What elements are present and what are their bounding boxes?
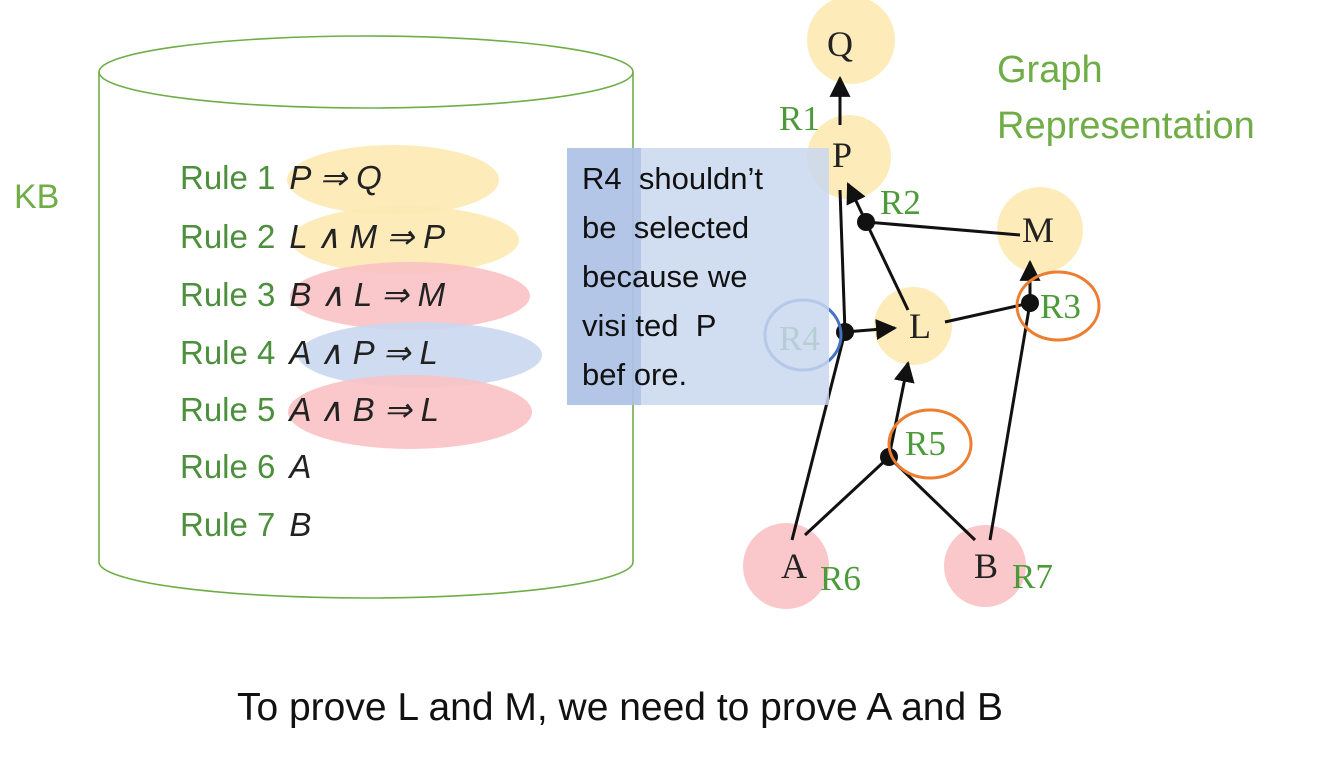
rule-formula: P ⇒ Q	[289, 159, 382, 196]
node-b-highlight	[944, 525, 1026, 607]
junction-r2	[857, 213, 875, 231]
rule-1-highlight	[287, 145, 499, 215]
r3-circle	[1015, 270, 1101, 342]
rule-label: Rule 7	[180, 506, 276, 543]
rule-formula: L ∧ M ⇒ P	[289, 218, 446, 255]
node-p: P	[832, 135, 852, 175]
rule-row-1: Rule 1 P ⇒ Q	[180, 158, 382, 197]
rule-formula: A	[289, 448, 312, 485]
rule-formula: A ∧ P ⇒ L	[289, 334, 438, 371]
graph-label-r5: R5	[905, 424, 946, 463]
graph-title-line-2: Representation	[997, 105, 1255, 147]
note-line: visi ted P	[582, 308, 717, 343]
junction-r3	[1021, 294, 1039, 312]
rule-row-6: Rule 6 A	[180, 448, 311, 486]
note-line: be selected	[582, 210, 750, 245]
r5-circle	[887, 408, 973, 480]
note-line: R4 shouldn’t	[582, 161, 763, 196]
graph-label-r2: R2	[880, 183, 921, 222]
graph-label-r1: R1	[779, 99, 820, 138]
graph-label-r3: R3	[1040, 287, 1081, 326]
rule-row-5: Rule 5 A ∧ B ⇒ L	[180, 390, 439, 429]
rule-row-2: Rule 2 L ∧ M ⇒ P	[180, 217, 445, 256]
node-m: M	[1022, 210, 1054, 250]
note-line: because we	[582, 259, 748, 294]
rule-row-3: Rule 3 B ∧ L ⇒ M	[180, 275, 445, 314]
rule-formula: B	[289, 506, 312, 543]
rule-label: Rule 4	[180, 334, 276, 371]
node-q: Q	[827, 24, 853, 64]
rule-label: Rule 2	[180, 218, 276, 255]
graph-title-line-1: Graph	[997, 49, 1103, 91]
note-line: bef ore.	[582, 357, 688, 392]
note-text: R4 shouldn’t be selected because we visi…	[582, 154, 763, 399]
rule-2-highlight	[291, 206, 519, 274]
kb-label: KB	[14, 178, 60, 216]
node-q-highlight	[807, 0, 895, 84]
node-a-highlight	[743, 523, 829, 609]
rule-row-4: Rule 4 A ∧ P ⇒ L	[180, 333, 438, 372]
rule-label: Rule 5	[180, 391, 276, 428]
graph-label-r6: R6	[820, 559, 861, 598]
bottom-caption: To prove L and M, we need to prove A and…	[236, 686, 1004, 729]
node-l: L	[909, 306, 931, 346]
rule-5-highlight	[288, 375, 532, 449]
rule-formula: A ∧ B ⇒ L	[289, 391, 440, 428]
node-m-highlight	[997, 187, 1083, 273]
node-b: B	[974, 546, 998, 586]
rule-label: Rule 3	[180, 276, 276, 313]
rule-formula: B ∧ L ⇒ M	[289, 276, 446, 313]
note-box	[567, 148, 829, 405]
rule-row-7: Rule 7 B	[180, 506, 311, 544]
rule-3-highlight	[290, 262, 530, 330]
rule-label: Rule 1	[180, 159, 276, 196]
graph-edges	[790, 75, 1041, 542]
rule-4-highlight	[298, 322, 542, 388]
graph-title: Graph Representation	[997, 42, 1255, 154]
node-a: A	[781, 546, 807, 586]
rule-label: Rule 6	[180, 448, 276, 485]
graph-label-r7: R7	[1012, 557, 1053, 596]
node-l-highlight	[874, 287, 952, 365]
